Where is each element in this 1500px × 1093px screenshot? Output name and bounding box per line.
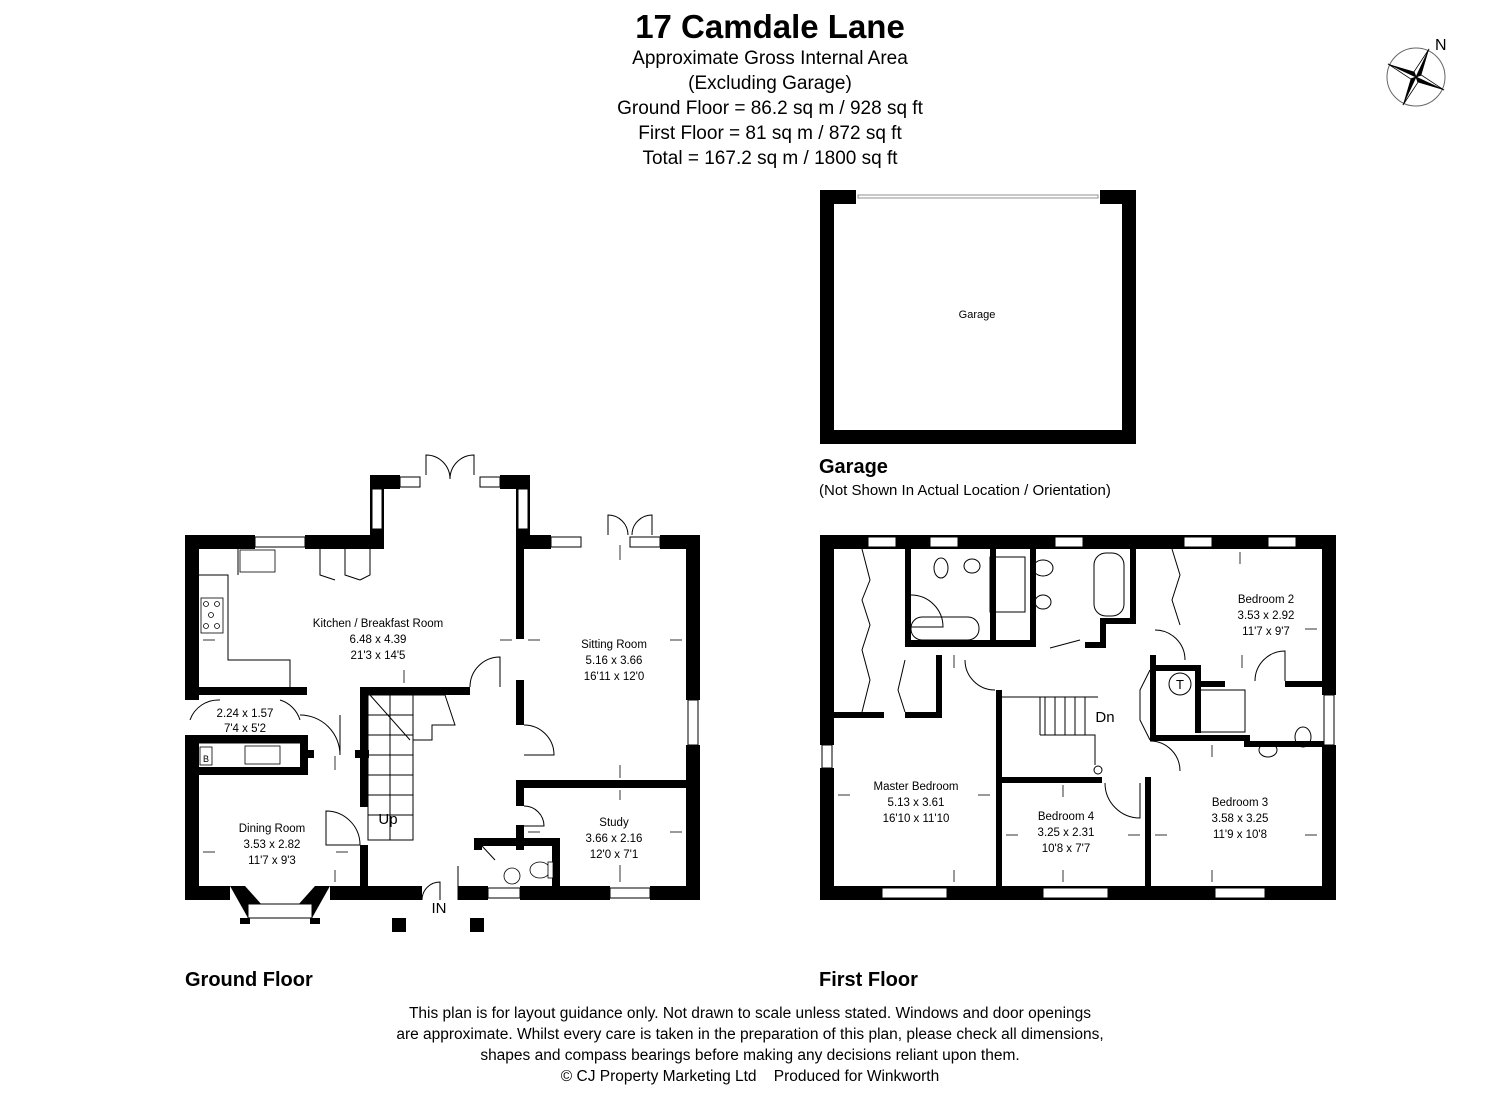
first-floor-fixtures [861,548,1312,819]
utility-sink-icon [244,745,281,765]
garage-section-title: Garage [819,456,888,478]
property-title: 17 Camdale Lane [635,8,905,45]
stairs-up-label: Up [378,811,397,828]
ground-floor-room-labels: Kitchen / Breakfast Room 6.48 x 4.39 21'… [203,618,647,917]
first-floor-windows [821,536,1335,899]
dining-room-label: Dining Room [239,823,305,835]
entrance-label: IN [432,900,447,917]
kitchen-label: Kitchen / Breakfast Room [313,618,443,630]
svg-text:10'8 x 7'7: 10'8 x 7'7 [1042,843,1091,855]
bedroom-2-label: Bedroom 2 [1238,594,1294,606]
kitchen-appliances [199,549,554,885]
first-floor-room-labels: Master Bedroom 5.13 x 3.61 16'10 x 11'10… [873,594,1294,855]
svg-text:3.53 x 2.82: 3.53 x 2.82 [244,839,301,851]
disclaimer-line-1: This plan is for layout guidance only. N… [408,1005,1092,1022]
disclaimer-line-3: shapes and compass bearings before makin… [480,1047,1020,1064]
svg-text:3.53 x 2.92: 3.53 x 2.92 [1238,610,1295,622]
svg-text:7'4 x 5'2: 7'4 x 5'2 [224,723,266,735]
ground-floor-title: Ground Floor [185,969,313,991]
garage-section-note: (Not Shown In Actual Location / Orientat… [819,482,1111,499]
study-label: Study [599,817,629,829]
svg-text:5.13 x 3.61: 5.13 x 3.61 [888,797,945,809]
svg-text:16'11 x 12'0: 16'11 x 12'0 [584,671,644,683]
copyright: © CJ Property Marketing Ltd [560,1068,757,1085]
bedroom-4-label: Bedroom 4 [1038,811,1095,823]
dimension-arrows [203,545,682,882]
svg-text:5.16 x 3.66: 5.16 x 3.66 [586,655,643,667]
total-area: Total = 167.2 sq m / 1800 sq ft [642,148,898,169]
plan-header: 17 Camdale Lane Approximate Gross Intern… [450,8,1090,171]
basin-icon [503,867,521,885]
first-floor-dimension-arrows [838,552,1317,882]
utility-label: 2.24 x 1.57 [217,708,274,720]
svg-text:3.58 x 3.25: 3.58 x 3.25 [1212,813,1269,825]
tank-label: T [1176,677,1184,692]
produced-for: Produced for Winkworth [773,1068,940,1085]
svg-text:6.48 x 4.39: 6.48 x 4.39 [350,634,407,646]
disclaimer-line-2: are approximate. Whilst every care is ta… [396,1026,1104,1043]
garage-plan: Garage [820,190,1136,444]
svg-text:11'9 x 10'8: 11'9 x 10'8 [1213,829,1267,841]
svg-text:11'7 x 9'7: 11'7 x 9'7 [1242,626,1290,638]
master-bedroom-label: Master Bedroom [873,781,958,793]
first-floor-title: First Floor [819,969,918,991]
garage-room-label: Garage [959,309,996,321]
bedroom-3-label: Bedroom 3 [1212,797,1268,809]
disclaimer: This plan is for layout guidance only. N… [300,1003,1200,1087]
area-subtitle: Approximate Gross Internal Area [632,48,908,69]
first-floor-area: First Floor = 81 sq m / 872 sq ft [638,123,902,144]
svg-text:3.66 x 2.16: 3.66 x 2.16 [586,833,643,845]
svg-text:16'10 x 11'10: 16'10 x 11'10 [883,813,950,825]
ground-floor-area: Ground Floor = 86.2 sq m / 928 sq ft [617,98,923,119]
toilet-icon [529,861,551,879]
svg-text:11'7 x 9'3: 11'7 x 9'3 [248,855,296,867]
credits: © CJ Property Marketing Ltd Produced for… [300,1066,1200,1087]
boiler-label: B [203,754,209,764]
area-note: (Excluding Garage) [688,73,852,94]
sitting-room-label: Sitting Room [581,639,647,651]
svg-text:3.25 x 2.31: 3.25 x 2.31 [1038,827,1095,839]
kitchen-sink-icon [239,549,276,573]
compass-rose-icon: N [1380,30,1460,110]
ground-floor-windows [254,476,699,899]
door-swings [189,454,653,901]
svg-text:21'3 x 14'5: 21'3 x 14'5 [351,650,406,662]
stairs-down-label: Dn [1095,709,1114,726]
compass-north-label: N [1435,37,1447,54]
svg-text:12'0 x 7'1: 12'0 x 7'1 [590,849,639,861]
